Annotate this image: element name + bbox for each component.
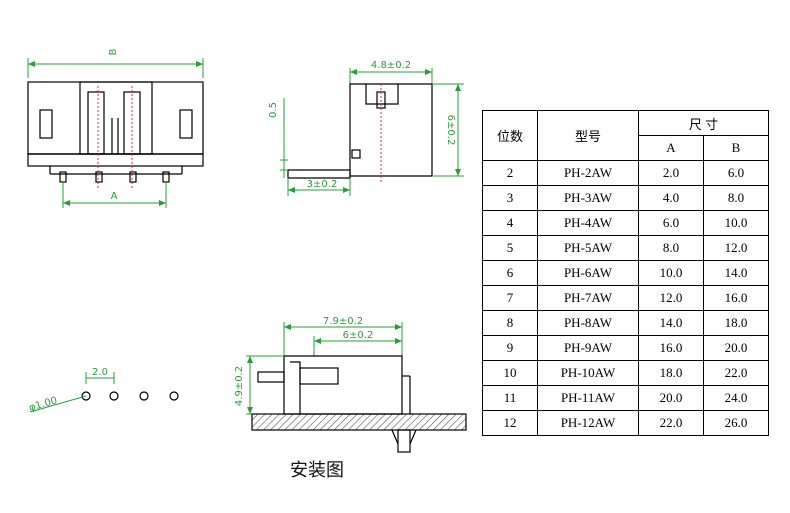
cell-positions: 5 <box>482 235 538 261</box>
cell-model: PH-8AW <box>537 310 639 336</box>
cell-a: 18.0 <box>638 360 704 386</box>
cell-model: PH-11AW <box>537 385 639 411</box>
header-dimensions: 尺 寸 <box>638 110 769 136</box>
cell-positions: 8 <box>482 310 538 336</box>
mount-view: 7.9±0.2 6±0.2 4.9±0.2 <box>234 316 467 453</box>
cell-a: 20.0 <box>638 385 704 411</box>
cell-b: 12.0 <box>703 235 769 261</box>
cell-model: PH-2AW <box>537 160 639 186</box>
header-positions: 位数 <box>482 110 538 161</box>
cell-a: 22.0 <box>638 410 704 436</box>
side-dim-top: 4.8±0.2 <box>371 60 411 71</box>
cell-positions: 12 <box>482 410 538 436</box>
cell-positions: 7 <box>482 285 538 311</box>
dim-b-label: B <box>108 48 119 55</box>
cell-model: PH-7AW <box>537 285 639 311</box>
cell-a: 4.0 <box>638 185 704 211</box>
cell-a: 6.0 <box>638 210 704 236</box>
cell-a: 16.0 <box>638 335 704 361</box>
side-view: 4.8±0.2 0.5 6±0.2 3±0.2 <box>268 60 464 196</box>
cell-positions: 11 <box>482 385 538 411</box>
dim-a-label: A <box>111 191 118 202</box>
pcb-layout: 2.0 φ1.00 <box>28 367 179 414</box>
cell-model: PH-10AW <box>537 360 639 386</box>
cell-model: PH-6AW <box>537 260 639 286</box>
side-dim-bottom: 3±0.2 <box>307 179 338 190</box>
cell-b: 26.0 <box>703 410 769 436</box>
cell-model: PH-12AW <box>537 410 639 436</box>
cell-b: 8.0 <box>703 185 769 211</box>
cell-b: 24.0 <box>703 385 769 411</box>
cell-b: 10.0 <box>703 210 769 236</box>
side-dim-right: 6±0.2 <box>445 115 456 146</box>
cell-positions: 6 <box>482 260 538 286</box>
cell-b: 6.0 <box>703 160 769 186</box>
header-b: B <box>703 135 769 161</box>
cell-positions: 9 <box>482 335 538 361</box>
front-view: B A <box>27 48 204 208</box>
cell-positions: 3 <box>482 185 538 211</box>
cell-b: 18.0 <box>703 310 769 336</box>
cell-model: PH-3AW <box>537 185 639 211</box>
cell-a: 10.0 <box>638 260 704 286</box>
cell-b: 14.0 <box>703 260 769 286</box>
cell-b: 16.0 <box>703 285 769 311</box>
cell-a: 14.0 <box>638 310 704 336</box>
cell-model: PH-9AW <box>537 335 639 361</box>
cell-a: 2.0 <box>638 160 704 186</box>
cell-model: PH-5AW <box>537 235 639 261</box>
mount-dim-left: 4.9±0.2 <box>234 366 245 406</box>
cell-model: PH-4AW <box>537 210 639 236</box>
hole-label: φ1.00 <box>28 395 59 414</box>
cell-positions: 10 <box>482 360 538 386</box>
mount-caption: 安装图 <box>290 460 344 481</box>
side-dim-left: 0.5 <box>268 102 279 118</box>
cell-positions: 4 <box>482 210 538 236</box>
mount-dim-top1: 7.9±0.2 <box>323 316 363 327</box>
cell-a: 8.0 <box>638 235 704 261</box>
mount-dim-top2: 6±0.2 <box>343 330 374 341</box>
header-model: 型号 <box>537 110 639 161</box>
pitch-label: 2.0 <box>92 367 108 378</box>
header-a: A <box>638 135 704 161</box>
cell-a: 12.0 <box>638 285 704 311</box>
cell-positions: 2 <box>482 160 538 186</box>
cell-b: 20.0 <box>703 335 769 361</box>
cell-b: 22.0 <box>703 360 769 386</box>
